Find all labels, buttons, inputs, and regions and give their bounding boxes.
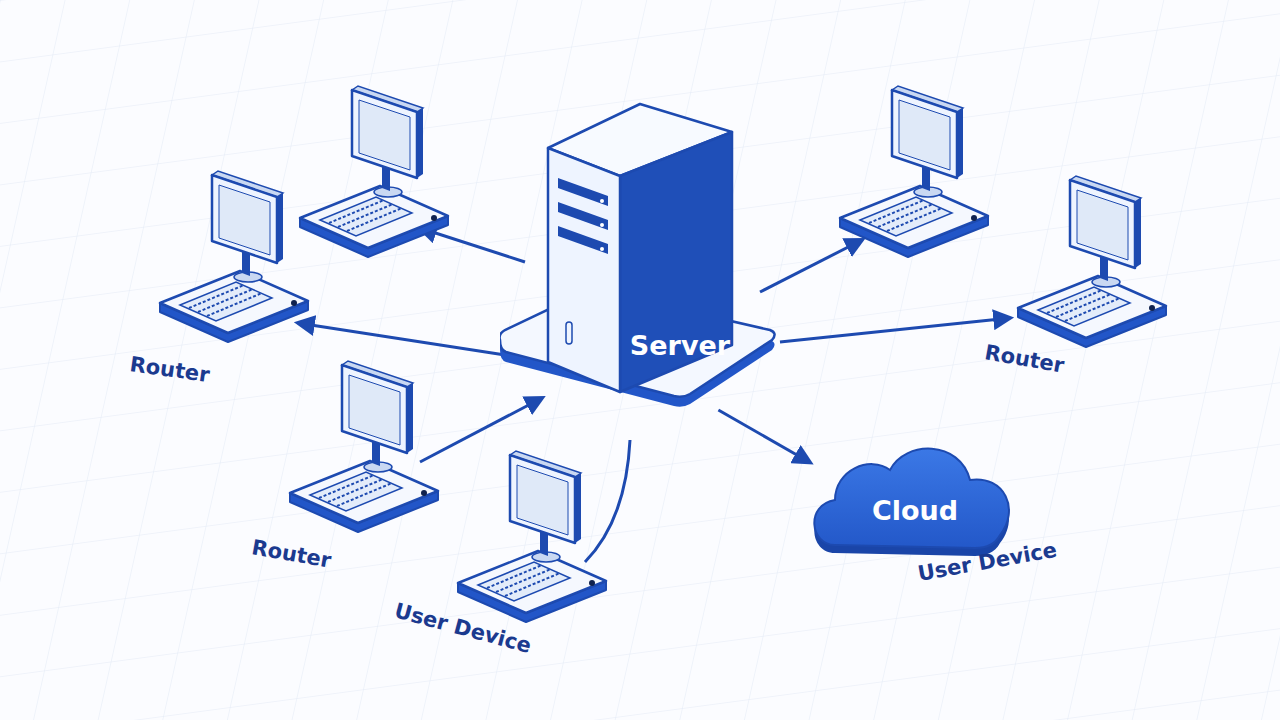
connector-arrow	[718, 410, 810, 463]
cloud-shape	[810, 410, 1025, 560]
server-node: Server	[500, 90, 780, 410]
server-shape	[500, 90, 780, 410]
node-label: Server	[618, 328, 742, 364]
computer-icon	[458, 451, 606, 622]
cloud-node: Cloud	[810, 410, 1025, 560]
computer-icon	[290, 361, 438, 532]
computer-icon	[1018, 176, 1166, 347]
computer-icon	[300, 86, 448, 257]
computer-icon	[160, 171, 308, 342]
computer-icon	[840, 86, 988, 257]
node-label: Cloud	[850, 494, 980, 528]
